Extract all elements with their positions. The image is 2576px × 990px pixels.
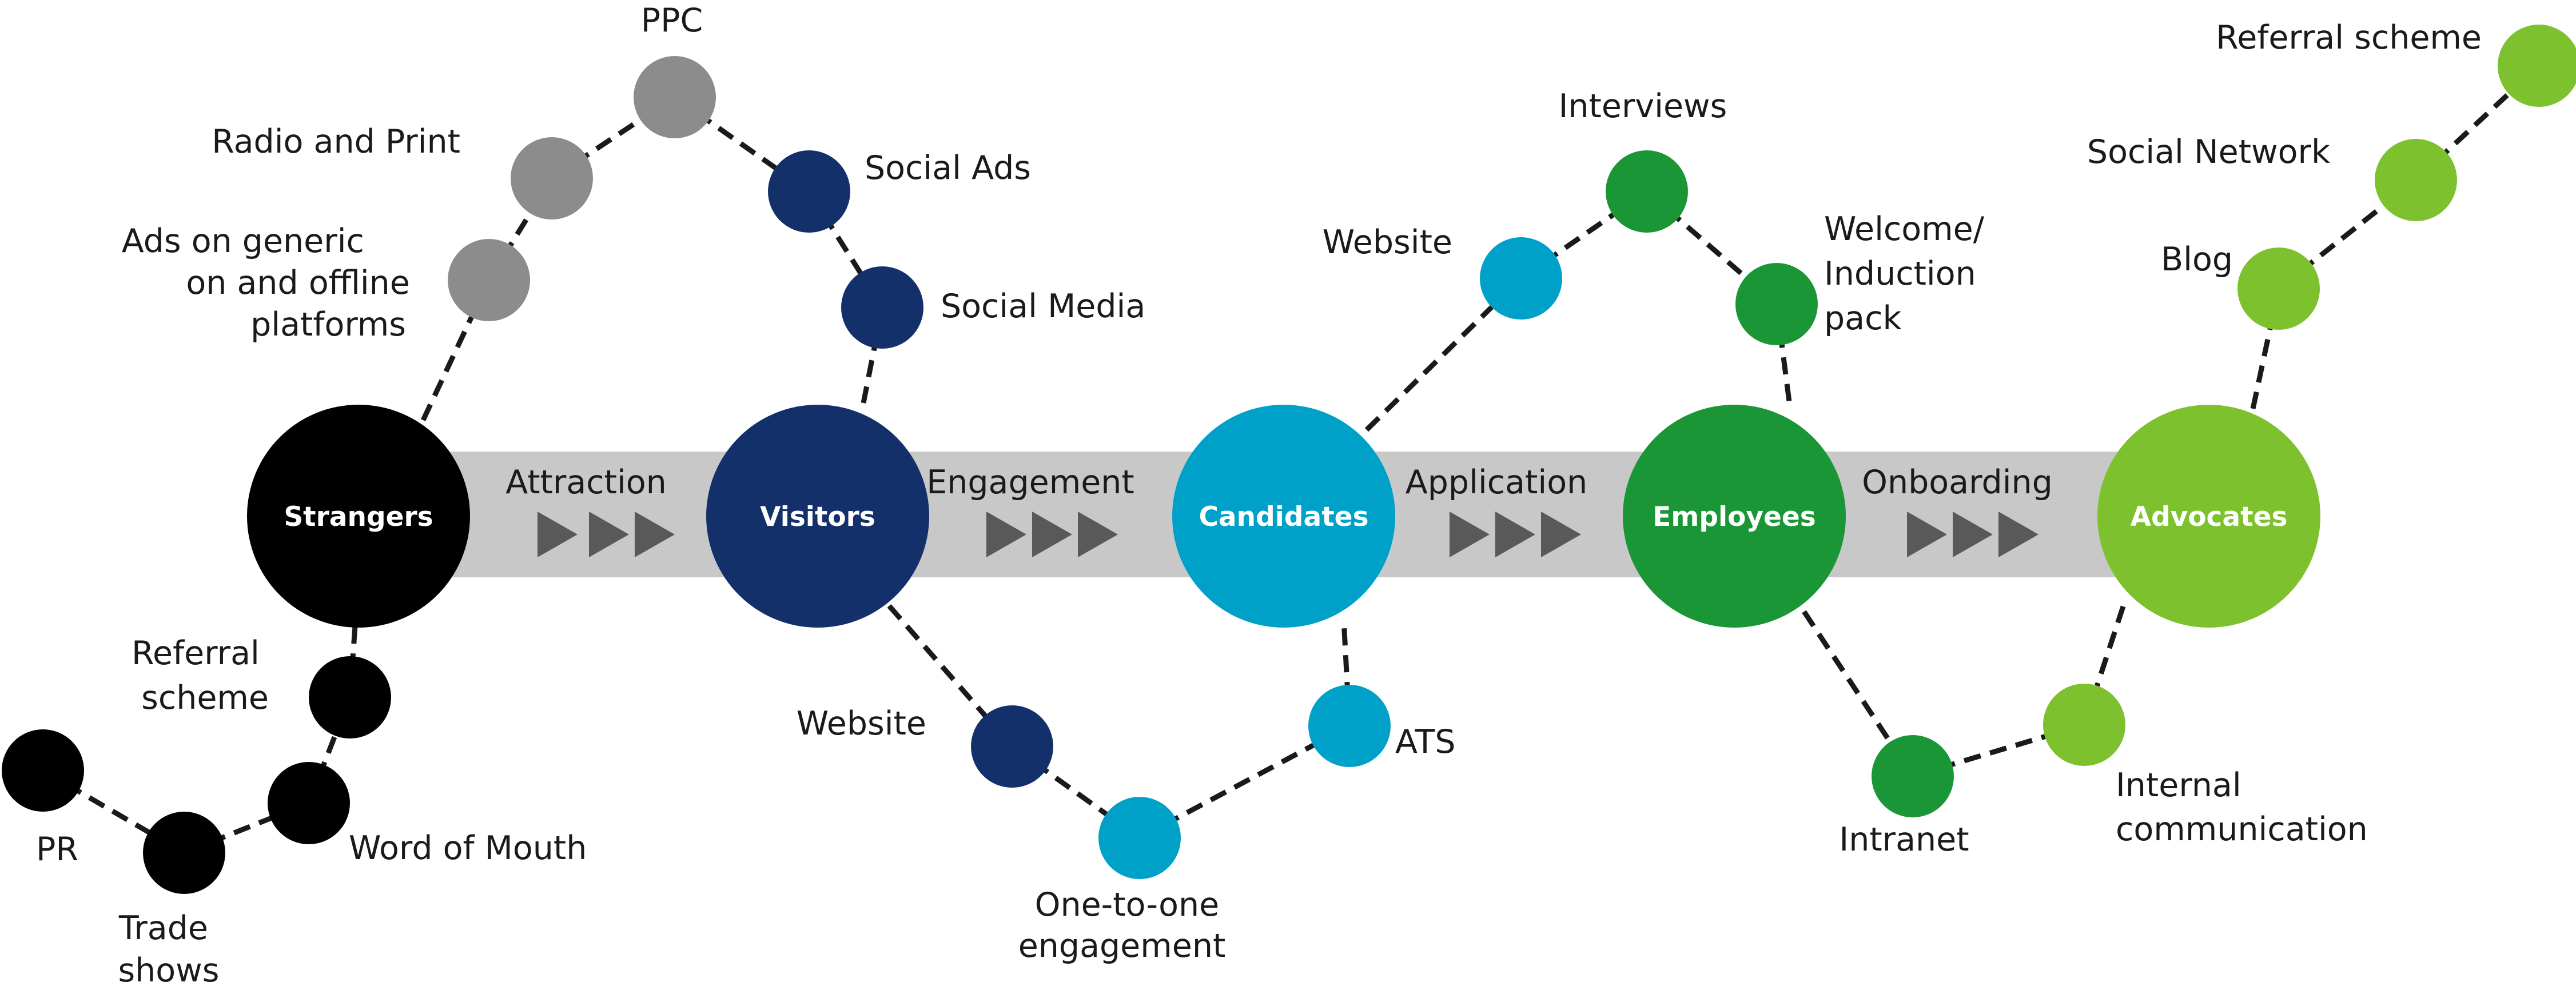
label-line: platforms xyxy=(250,306,406,344)
label-line: Ads on generic xyxy=(122,222,364,260)
connector xyxy=(887,604,1014,748)
label-social-media: Social Media xyxy=(941,288,1145,325)
stage-node xyxy=(2097,405,2320,628)
channel-node-ads-generic xyxy=(448,239,530,321)
channel-node-ppc xyxy=(634,56,716,138)
engagement-arrow xyxy=(986,512,1026,557)
label-welcome-pack: Welcome/ Induction pack xyxy=(1824,210,1994,337)
application-arrow xyxy=(1495,512,1535,557)
label-referral-scheme-left: Referral scheme xyxy=(132,634,270,717)
label-interviews: Interviews xyxy=(1559,87,1727,125)
channel-node-one-to-one xyxy=(1098,797,1181,879)
label-blog: Blog xyxy=(2161,241,2233,278)
stage-label: Employees xyxy=(1653,501,1816,533)
label-one-to-one: One-to-one engagement xyxy=(1018,886,1230,965)
transition-label-engagement: Engagement xyxy=(926,464,1134,501)
channel-node-trade-shows xyxy=(143,812,225,894)
stage-advocates: Advocates xyxy=(2097,405,2320,628)
connector xyxy=(2081,602,2127,726)
label-line: Referral xyxy=(132,634,260,672)
attraction-arrow xyxy=(635,512,675,557)
label-website-visitors: Website xyxy=(797,705,926,742)
label-line: Internal xyxy=(2116,767,2241,804)
channel-node-word-of-mouth xyxy=(268,762,350,844)
stage-node xyxy=(1172,405,1395,628)
label-internal-comms: Internal communication xyxy=(2116,767,2368,848)
label-social-ads: Social Ads xyxy=(865,149,1031,187)
channel-node-internal-comms xyxy=(2043,684,2125,766)
onboarding-arrow xyxy=(1953,512,1993,557)
label-line: shows xyxy=(118,952,219,989)
transition-label-attraction: Attraction xyxy=(505,464,667,501)
channel-node-website-candidates xyxy=(1480,237,1562,320)
label-intranet: Intranet xyxy=(1839,821,1969,859)
stage-node xyxy=(1623,405,1846,628)
onboarding-arrow xyxy=(1998,512,2038,557)
channel-node-social-network xyxy=(2375,139,2457,221)
channel-node-website-visitors xyxy=(971,705,1053,788)
connector xyxy=(487,177,554,282)
channel-node-social-media xyxy=(841,266,923,349)
channel-node-referral-scheme-right xyxy=(2498,25,2576,107)
channel-node-blog xyxy=(2237,248,2320,330)
label-trade-shows: Trade shows xyxy=(118,909,219,989)
channel-node-interviews xyxy=(1606,150,1688,233)
channel-node-welcome-pack xyxy=(1735,263,1818,345)
application-arrow xyxy=(1450,512,1490,557)
label-ppc: PPC xyxy=(641,2,703,39)
transition-arrows xyxy=(538,512,2038,557)
stage-strangers: Strangers xyxy=(247,405,470,628)
label-line: Induction xyxy=(1824,255,1976,293)
channel-node-intranet xyxy=(1872,735,1954,817)
label-line: Trade xyxy=(118,909,208,947)
label-word-of-mouth: Word of Mouth xyxy=(349,829,587,867)
label-pr: PR xyxy=(36,831,78,868)
label-referral-scheme-right: Referral scheme xyxy=(2216,19,2482,57)
engagement-arrow xyxy=(1032,512,1072,557)
stage-candidates: Candidates xyxy=(1172,405,1395,628)
transition-label-application: Application xyxy=(1406,464,1587,501)
label-line: engagement xyxy=(1018,927,1226,965)
stage-employees: Employees xyxy=(1623,405,1846,628)
channel-node-pr xyxy=(2,729,84,812)
label-website-candidates: Website xyxy=(1323,223,1452,261)
connector xyxy=(1364,276,1523,432)
label-line: One-to-one xyxy=(1035,886,1220,924)
attraction-arrow xyxy=(538,512,578,557)
channel-labels: PR Trade shows Word of Mouth Referral sc… xyxy=(36,2,2482,989)
connector xyxy=(2250,288,2282,409)
label-radio-print: Radio and Print xyxy=(212,123,460,161)
stage-node xyxy=(247,405,470,628)
channel-node-social-ads xyxy=(768,150,850,233)
channel-node-ats xyxy=(1308,685,1391,767)
label-line: on and offline xyxy=(186,264,410,302)
stage-label: Candidates xyxy=(1199,501,1368,533)
stage-label: Visitors xyxy=(760,501,875,533)
label-ads-generic: Ads on generic on and offline platforms xyxy=(122,222,420,344)
transition-label-onboarding: Onboarding xyxy=(1862,464,2053,501)
channel-nodes xyxy=(2,25,2576,894)
connector xyxy=(1341,620,1352,726)
channel-node-referral-scheme xyxy=(309,656,391,738)
stage-node xyxy=(706,405,929,628)
stage-label: Advocates xyxy=(2131,501,2288,533)
stage-label: Strangers xyxy=(284,501,433,533)
label-social-network: Social Network xyxy=(2087,133,2330,171)
engagement-arrow xyxy=(1078,512,1118,557)
stage-visitors: Visitors xyxy=(706,405,929,628)
label-line: Welcome/ xyxy=(1824,210,1985,248)
channel-node-radio-print xyxy=(511,137,593,219)
application-arrow xyxy=(1541,512,1581,557)
label-ats: ATS xyxy=(1395,723,1456,761)
label-line: pack xyxy=(1824,300,1901,337)
attraction-arrow xyxy=(589,512,629,557)
label-line: communication xyxy=(2116,811,2368,848)
label-line: scheme xyxy=(141,679,269,717)
onboarding-arrow xyxy=(1907,512,1947,557)
